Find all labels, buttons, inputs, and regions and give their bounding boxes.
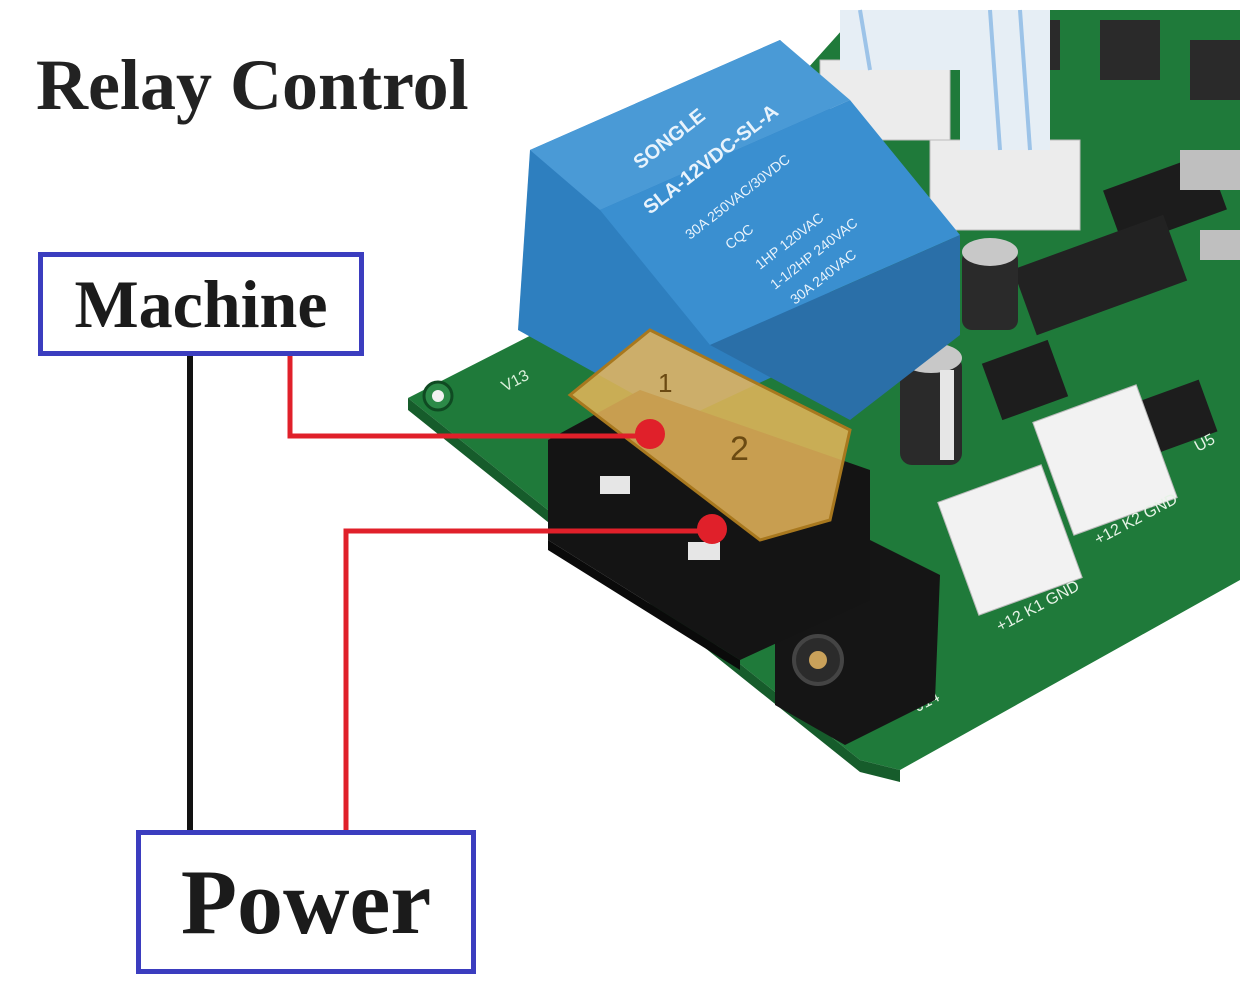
ribbon-cable	[840, 9, 1050, 151]
relay: SONGLE SLA-12VDC-SL-A 30A 250VAC/30VDC C…	[518, 40, 960, 420]
terminal-pin-2: 2	[730, 430, 749, 468]
machine-wire	[287, 356, 665, 449]
power-connection-dot	[697, 514, 727, 544]
power-label-box: Power	[136, 830, 476, 974]
power-label: Power	[180, 851, 432, 953]
terminal-pin-1: 1	[658, 368, 672, 398]
machine-connection-dot	[635, 419, 665, 449]
machine-label-box: Machine	[38, 252, 364, 356]
power-wire	[343, 514, 727, 830]
capacitor	[900, 343, 962, 465]
machine-label: Machine	[74, 265, 328, 342]
screw	[688, 542, 720, 560]
page-title: Relay Control	[36, 45, 469, 125]
screw	[600, 476, 630, 494]
capacitor	[962, 238, 1018, 330]
